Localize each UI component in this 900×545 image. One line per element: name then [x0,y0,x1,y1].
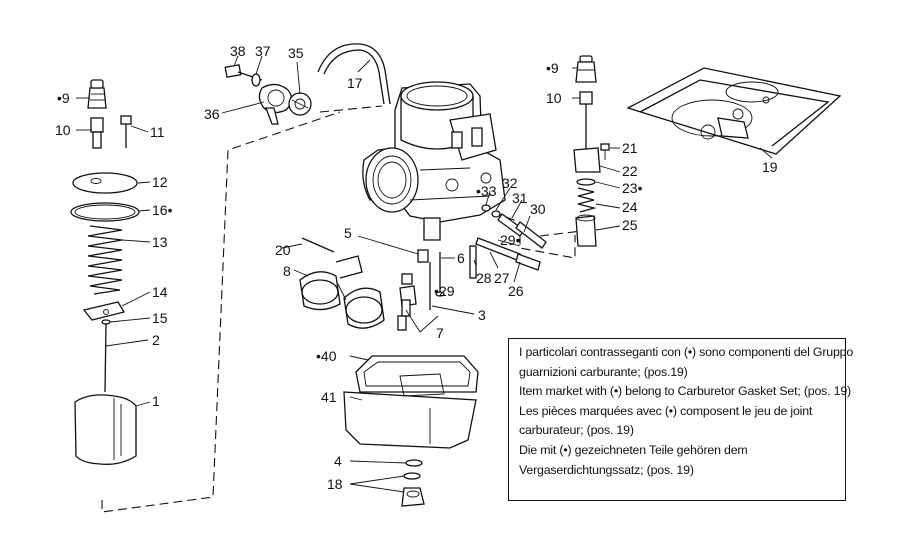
callout-17: 17 [347,75,363,91]
note-line-3: Item market with (•) belong to Carbureto… [519,384,851,399]
callout-35: 35 [288,45,304,61]
callout-32: 32 [502,175,518,191]
slide-assembly-drawing [70,79,140,465]
callout-21: 21 [622,140,638,156]
note-line-4: Les pièces marquées avec (•) composent l… [519,403,813,418]
callout-30: 30 [530,201,546,217]
callout-6: 6 [457,250,465,266]
carburetor-body-drawing [362,81,506,241]
callout-2: 2 [152,332,160,348]
callout-38: 38 [230,43,246,59]
note-line-6: Die mit (•) gezeichneten Teile gehören d… [519,442,748,457]
callout-23: 23• [622,180,643,196]
jets-and-screws-drawing [397,204,547,331]
callout-18: 18 [327,476,343,492]
choke-parts-drawing [224,64,312,125]
callout-25: 25 [622,217,638,233]
callout-12: 12 [152,174,168,190]
callout-31: 31 [512,190,528,206]
callout-1: 1 [152,393,160,409]
callout-7: 7 [436,325,444,341]
callout-9-left: •9 [57,90,70,106]
callout-20: 20 [275,242,291,258]
callout-13: 13 [152,234,168,250]
callout-15: 15 [152,310,168,326]
gasket-set-notes-box: I particolari contrasseganti con (•) son… [508,338,854,501]
note-line-2: guarnizioni carburante; (pos.19) [519,364,688,379]
callout-28: 28 [476,270,492,286]
callout-24: 24 [622,199,638,215]
choke-plunger-drawing [573,55,610,247]
callout-3: 3 [478,307,486,323]
float-bowl-drawing [343,355,479,507]
callout-8: 8 [283,263,291,279]
callout-10-right: 10 [546,90,562,106]
callout-5: 5 [344,225,352,241]
gasket-kit-drawing [626,67,842,155]
callout-10-left: 10 [55,122,71,138]
callout-4: 4 [334,453,342,469]
callout-29-upper: 29• [500,232,521,248]
callout-27: 27 [494,270,510,286]
callout-19: 19 [762,159,778,175]
callout-33: •33 [476,183,497,199]
callout-36: 36 [204,106,220,122]
leader-lines [76,55,773,493]
callout-22: 22 [622,163,638,179]
note-line-7: Vergaserdichtungssatz; (pos. 19) [519,462,694,477]
note-line-1: I particolari contrasseganti con (•) son… [519,345,854,359]
float-drawing [299,237,385,329]
callout-26: 26 [508,283,524,299]
note-line-5: carburateur; (pos. 19) [519,423,634,438]
callout-40: •40 [316,348,337,364]
callout-labels: •9 10 11 12 16• 13 14 15 2 1 38 37 35 36… [55,43,778,492]
callout-9-right: •9 [546,60,559,76]
callout-16: 16• [152,202,173,218]
vent-hose-drawing [317,43,391,105]
callout-29-lower: •29 [434,283,455,299]
callout-14: 14 [152,284,168,300]
callout-37: 37 [255,43,271,59]
callout-11: 11 [150,124,165,140]
callout-41: 41 [321,389,337,405]
